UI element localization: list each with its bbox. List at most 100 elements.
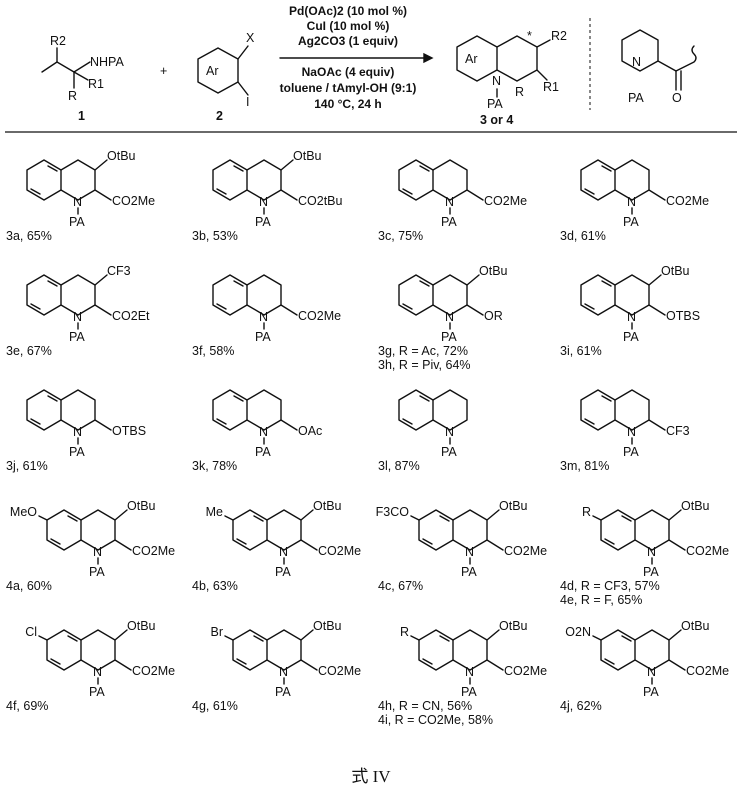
nitrogen-label: N — [259, 425, 268, 439]
sub3-label: OtBu — [127, 499, 156, 513]
caption-secondary: 4e, R = F, 65% — [560, 593, 642, 607]
pa-oxygen: O — [672, 91, 682, 105]
product-ar: Ar — [465, 52, 478, 66]
compound-3k: N PA OAc 3k, 78% — [192, 389, 322, 473]
sub2-label: CO2Me — [132, 664, 175, 678]
sub3-label: OtBu — [107, 149, 136, 163]
nitrogen-label: N — [445, 195, 454, 209]
sub2-label: CO2tBu — [298, 194, 343, 208]
condition-ag: Ag2CO3 (1 equiv) — [298, 34, 398, 48]
sub2-label: CO2Me — [298, 309, 341, 323]
pa-label: PA — [441, 445, 457, 459]
pa-label: PA — [623, 215, 639, 229]
pa-label: PA — [69, 445, 85, 459]
caption: 3m, 81% — [560, 459, 609, 473]
sub3-label: OtBu — [313, 619, 342, 633]
nitrogen-label: N — [73, 195, 82, 209]
pa-label: PA — [623, 445, 639, 459]
product-r1: R1 — [543, 80, 559, 94]
caption: 3g, R = Ac, 72% — [378, 344, 468, 358]
pa-label: PA — [461, 685, 477, 699]
pa-label: PA — [69, 330, 85, 344]
sm2-label: 2 — [216, 109, 223, 123]
caption-secondary: 3h, R = Piv, 64% — [378, 358, 471, 372]
ring-substituent-label: O2N — [565, 625, 591, 639]
nitrogen-label: N — [465, 665, 474, 679]
caption: 3k, 78% — [192, 459, 237, 473]
ring-substituent-label: R — [582, 505, 591, 519]
pa-label: PA — [643, 685, 659, 699]
product-star: * — [527, 29, 532, 43]
nitrogen-label: N — [259, 310, 268, 324]
caption: 3a, 65% — [6, 229, 52, 243]
sub3-label: OtBu — [499, 619, 528, 633]
starting-material-2: Ar X I 2 — [197, 31, 255, 123]
sub3-label: OtBu — [127, 619, 156, 633]
pa-label: PA — [255, 215, 271, 229]
ring-substituent-label: Me — [206, 505, 223, 519]
nitrogen-label: N — [445, 425, 454, 439]
sub2-label: CF3 — [666, 424, 690, 438]
ring-substituent-label: MeO — [10, 505, 37, 519]
caption: 3b, 53% — [192, 229, 238, 243]
caption: 3j, 61% — [6, 459, 48, 473]
caption: 3i, 61% — [560, 344, 602, 358]
pa-label: PA — [255, 445, 271, 459]
sub2-label: CO2Me — [112, 194, 155, 208]
sub3-label: OtBu — [681, 619, 710, 633]
pa-label: PA — [623, 330, 639, 344]
condition-temp: 140 °C, 24 h — [314, 97, 382, 111]
formula-label: 式 IV — [351, 767, 391, 786]
condition-pd: Pd(OAc)2 (10 mol %) — [289, 4, 407, 18]
sm2-i: I — [246, 95, 249, 109]
pa-label: PA — [441, 330, 457, 344]
caption-secondary: 4i, R = CO2Me, 58% — [378, 713, 493, 727]
nitrogen-label: N — [73, 425, 82, 439]
caption: 3d, 61% — [560, 229, 606, 243]
nitrogen-label: N — [93, 665, 102, 679]
pa-label: PA — [89, 565, 105, 579]
pa-label: PA — [89, 685, 105, 699]
reaction-conditions: Pd(OAc)2 (10 mol %) CuI (10 mol %) Ag2CO… — [279, 4, 434, 111]
caption: 3e, 67% — [6, 344, 52, 358]
product-r: R — [515, 85, 524, 99]
ring-substituent-label: F3CO — [376, 505, 410, 519]
pa-label: PA — [255, 330, 271, 344]
pa-label: PA — [275, 565, 291, 579]
sub2-label: CO2Me — [318, 544, 361, 558]
sm1-label: 1 — [78, 109, 85, 123]
sub3-label: OtBu — [293, 149, 322, 163]
nitrogen-label: N — [445, 310, 454, 324]
sub2-label: CO2Me — [666, 194, 709, 208]
caption: 4g, 61% — [192, 699, 238, 713]
plus-sign: + — [160, 64, 167, 78]
sm2-ar: Ar — [206, 64, 219, 78]
sm1-nhpa: NHPA — [90, 55, 124, 69]
sub2-label: OTBS — [112, 424, 146, 438]
pa-n: N — [632, 55, 641, 69]
pa-label: PA — [628, 91, 644, 105]
sm1-r1: R1 — [88, 77, 104, 91]
pa-group-structure: N R O PA — [621, 29, 697, 105]
sub2-label: CO2Me — [504, 664, 547, 678]
nitrogen-label: N — [647, 665, 656, 679]
sub3-label: OtBu — [499, 499, 528, 513]
sub2-label: CO2Me — [686, 664, 729, 678]
pa-label: PA — [275, 685, 291, 699]
caption: 3c, 75% — [378, 229, 423, 243]
pa-label: PA — [461, 565, 477, 579]
sub2-label: OAc — [298, 424, 322, 438]
sm2-x: X — [246, 31, 255, 45]
nitrogen-label: N — [627, 310, 636, 324]
sub2-label: CO2Me — [484, 194, 527, 208]
